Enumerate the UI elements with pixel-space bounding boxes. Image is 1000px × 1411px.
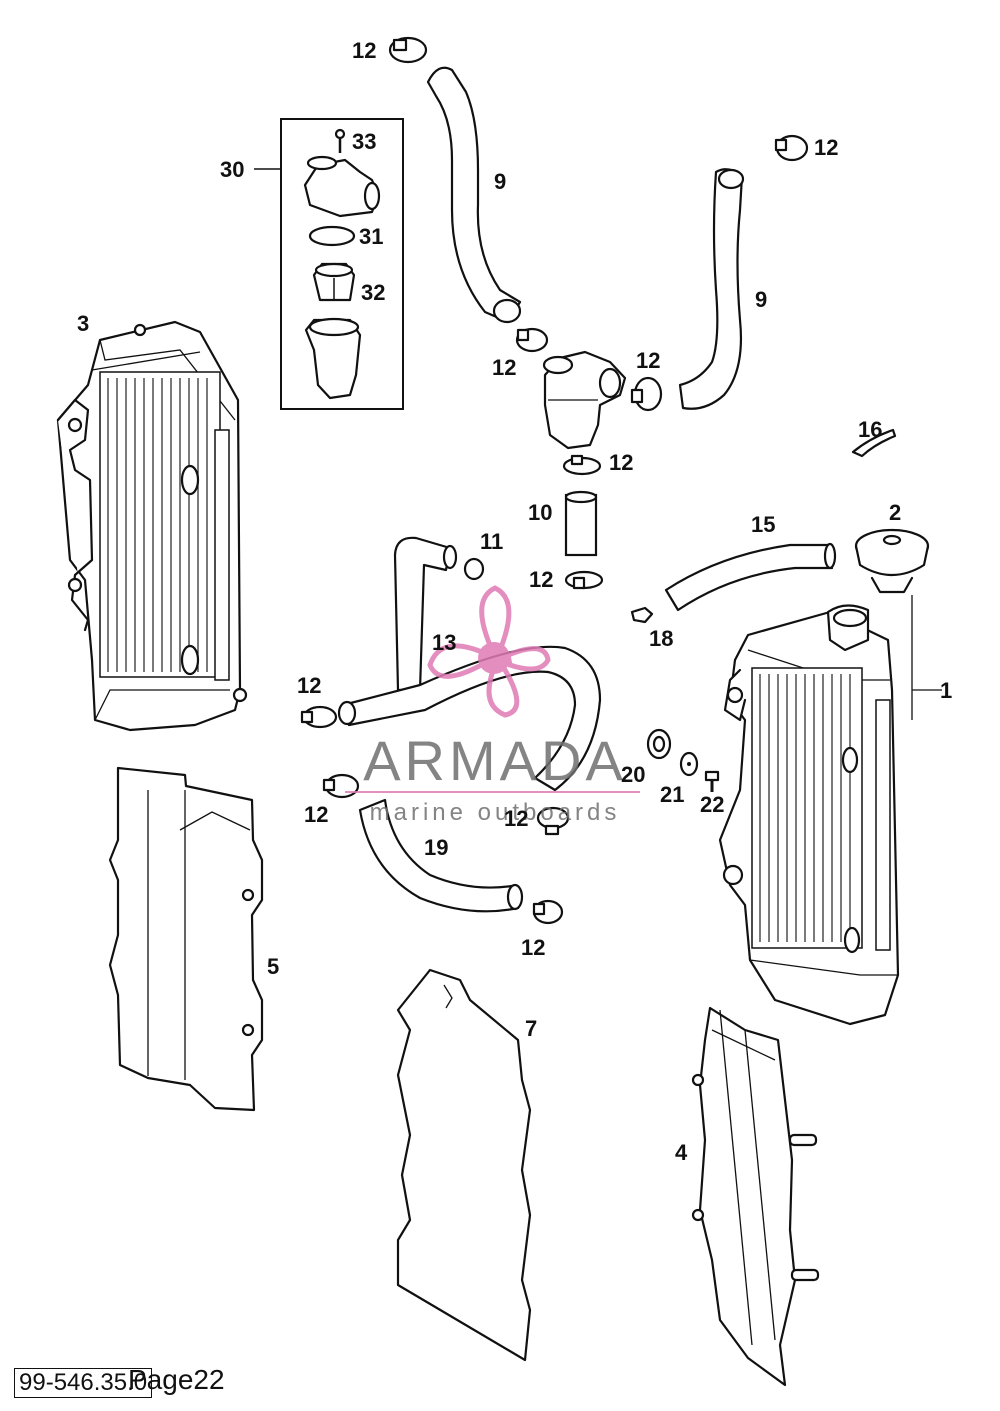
callout-33: 33 — [352, 129, 376, 154]
radiator-right — [718, 595, 942, 1026]
callout-11: 11 — [480, 529, 503, 554]
callout-7: 7 — [525, 1016, 537, 1041]
callout-12: 12 — [529, 567, 553, 592]
hose-11-elbow — [393, 536, 458, 692]
clip-16 — [851, 428, 897, 458]
callout-18: 18 — [649, 626, 673, 651]
callout-13: 13 — [432, 630, 456, 655]
hose-clamp — [774, 134, 809, 162]
radiator-guard-7 — [396, 968, 532, 1362]
callout-5: 5 — [267, 954, 279, 979]
radiator-left — [56, 320, 248, 732]
hose-clamp — [562, 454, 602, 476]
bolt-22 — [704, 770, 720, 792]
callout-12: 12 — [304, 802, 328, 827]
callout-15: 15 — [751, 512, 775, 537]
hose-clamp — [515, 327, 549, 353]
thermostat-32 — [312, 262, 356, 302]
hose-clamp — [388, 36, 428, 64]
callout-10: 10 — [528, 500, 552, 525]
callout-12: 12 — [814, 135, 838, 160]
callout-labels: 12 33 30 9 12 31 32 9 3 12 12 16 12 10 1… — [77, 38, 952, 1165]
hose-clamp — [564, 570, 604, 590]
callout-20: 20 — [621, 762, 645, 787]
callout-22: 22 — [700, 792, 724, 817]
hose-9-right — [678, 168, 745, 410]
callout-12: 12 — [492, 355, 516, 380]
callout-9: 9 — [494, 169, 506, 194]
water-pump-housing — [542, 350, 627, 450]
armada-watermark: ARMADA marine outboards — [345, 585, 640, 826]
hose-19 — [358, 798, 524, 913]
hose-9-upper — [426, 66, 522, 324]
radiator-guard-4 — [691, 1006, 820, 1387]
washer-21 — [679, 751, 699, 777]
hose-clamp — [322, 773, 360, 799]
callout-12: 12 — [636, 348, 660, 373]
hose-13 — [337, 645, 602, 792]
thermostat-lower-housing — [304, 317, 362, 400]
hose-clamp-11 — [463, 557, 485, 581]
callout-19: 19 — [424, 835, 448, 860]
nipple-18 — [630, 606, 654, 624]
callout-12: 12 — [504, 806, 528, 831]
hose-clamp — [532, 899, 564, 925]
thermostat-housing — [303, 155, 381, 218]
hose-clamp — [630, 376, 663, 412]
callout-16: 16 — [858, 417, 882, 442]
radiator-shroud-5 — [108, 766, 264, 1112]
callout-2: 2 — [889, 500, 901, 525]
watermark-brand: ARMADA — [363, 729, 627, 792]
callout-4: 4 — [675, 1140, 688, 1165]
propeller-logo — [427, 585, 551, 718]
o-ring-31 — [308, 225, 356, 247]
radiator-cap-2 — [854, 528, 930, 594]
callout-12: 12 — [297, 673, 321, 698]
callout-30: 30 — [220, 157, 244, 182]
callout-12: 12 — [352, 38, 376, 63]
hose-15 — [664, 542, 837, 612]
callout-3: 3 — [77, 311, 89, 336]
hose-clamps — [300, 36, 809, 925]
watermark-tagline: marine outboards — [370, 799, 621, 826]
callout-31: 31 — [359, 224, 383, 249]
thermostat-kit-box — [254, 118, 404, 410]
callout-12: 12 — [609, 450, 633, 475]
callout-21: 21 — [660, 782, 684, 807]
grommet-20 — [646, 728, 672, 760]
hose-clamp — [536, 806, 570, 836]
callout-9: 9 — [755, 287, 767, 312]
callout-32: 32 — [361, 280, 385, 305]
callout-12: 12 — [521, 935, 545, 960]
screw-33 — [334, 128, 346, 153]
hose-10 — [564, 490, 598, 557]
page-number: Page22 — [128, 1364, 225, 1395]
callout-1: 1 — [940, 678, 952, 703]
hose-clamp — [300, 705, 338, 729]
part-code: 99-546.35.0 — [14, 1368, 153, 1398]
